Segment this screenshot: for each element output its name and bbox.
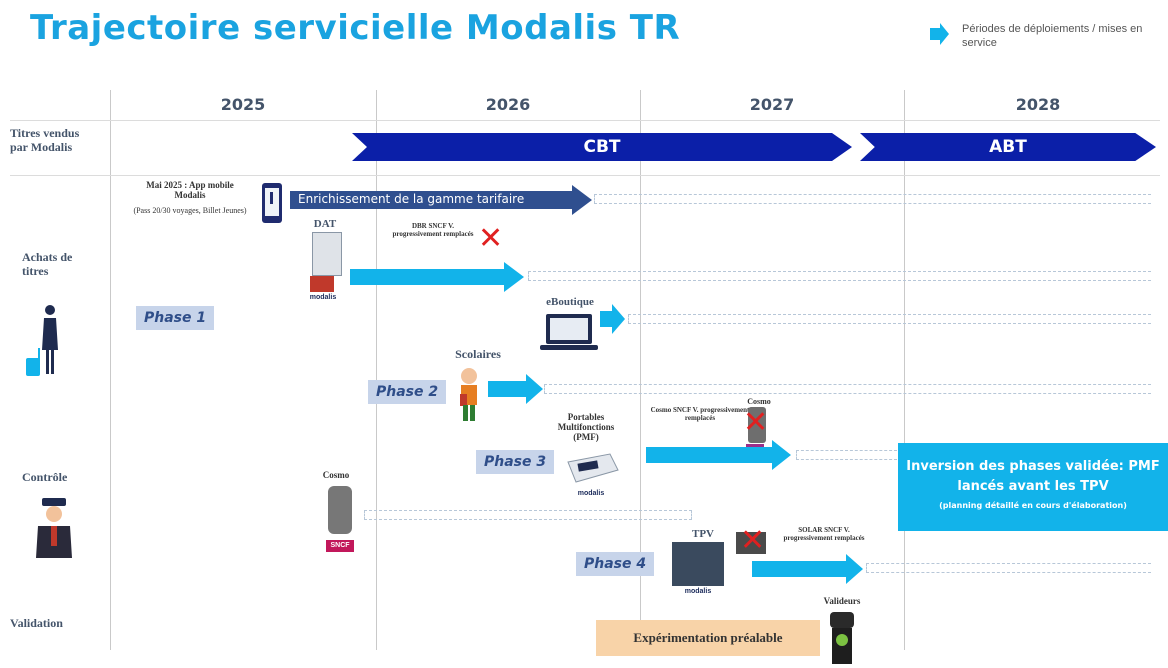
cosmo-label: Cosmo <box>322 470 350 480</box>
pmf-label: Portables Multifonctions (PMF) <box>557 412 615 442</box>
app-mobile-subtitle: (Pass 20/30 voyages, Billet Jeunes) <box>133 206 247 215</box>
dashed-continuation <box>528 271 1151 281</box>
cbt-bar: CBT <box>352 133 852 161</box>
laptop-icon <box>540 314 598 350</box>
enrichissement-arrow <box>290 185 592 215</box>
student-icon <box>460 368 477 421</box>
experimentation-box: Expérimentation préalable <box>596 620 820 656</box>
grid-line <box>376 90 377 650</box>
modalis-logo: modalis <box>577 490 605 497</box>
traveler-icon <box>26 305 58 376</box>
app-mobile-title: Mai 2025 : App mobile Modalis <box>146 180 234 200</box>
dashed-continuation <box>628 314 1151 324</box>
smartphone-icon <box>262 183 282 223</box>
info-box: Inversion des phases validée: PMF lancés… <box>898 443 1168 531</box>
dashed-continuation <box>796 450 897 460</box>
cosmo-small-label: Cosmo <box>747 397 771 406</box>
arrow-right-icon <box>930 23 949 45</box>
cosmo-device-icon <box>328 486 352 534</box>
pmf-arrow <box>646 440 791 470</box>
row-label-validation: Validation <box>10 616 63 630</box>
phase-2-badge: Phase 2 <box>368 380 447 404</box>
row-label-achats: Achats de titres <box>22 250 73 278</box>
removed-x-icon: ✕ <box>740 523 766 558</box>
modalis-logo: modalis <box>684 588 712 595</box>
dashed-continuation <box>544 384 1151 394</box>
row-label-controle: Contrôle <box>22 470 68 484</box>
phase-3-badge: Phase 3 <box>476 450 555 474</box>
page-title: Trajectoire servicielle Modalis TR <box>30 8 681 48</box>
year-2025: 2025 <box>220 95 266 114</box>
removed-x-icon: ✕ <box>743 405 769 440</box>
eboutique-label: eBoutique <box>546 296 594 308</box>
phase-1-badge: Phase 1 <box>136 306 215 330</box>
dat-label: DAT <box>313 218 337 230</box>
grid-line <box>904 90 905 650</box>
modalis-logo: modalis <box>309 294 337 301</box>
grid-line <box>110 90 111 650</box>
tpv-label: TPV <box>692 528 714 540</box>
abt-bar: ABT <box>860 133 1156 161</box>
enrichissement-label: Enrichissement de la gamme tarifaire <box>298 192 525 206</box>
tpv-arrow <box>752 554 863 584</box>
cosmo-replaced-label: Cosmo SNCF V. progressivement remplacés <box>650 406 750 422</box>
eboutique-arrow <box>600 304 625 334</box>
dashed-continuation <box>594 194 1151 204</box>
solar-label: SOLAR SNCF V. progressivement remplacés <box>783 526 865 542</box>
dashed-continuation <box>866 563 1151 573</box>
year-2028: 2028 <box>1015 95 1061 114</box>
dat-arrow <box>350 262 524 292</box>
legend-text: Périodes de déploiements / mises en serv… <box>962 23 1143 49</box>
cosmo-device-small <box>748 407 766 443</box>
year-2027: 2027 <box>749 95 795 114</box>
dbr-label: DBR SNCF V. progressivement remplacés <box>392 222 474 238</box>
solar-device-icon <box>736 532 766 554</box>
valideurs-label: Valideurs <box>823 596 861 606</box>
controller-icon <box>36 498 72 558</box>
dat-machine-icon <box>312 232 342 276</box>
scolaires-arrow <box>488 374 543 404</box>
info-box-main: Inversion des phases validée: PMF lancés… <box>906 459 1160 494</box>
phase-4-badge: Phase 4 <box>576 552 655 576</box>
validator-icon <box>830 612 854 664</box>
removed-x-icon: ✕ <box>478 221 504 256</box>
divider <box>10 175 1160 176</box>
year-2026: 2026 <box>485 95 531 114</box>
info-box-sub: (planning détaillé en cours d'élaboratio… <box>939 501 1127 510</box>
scolaires-label: Scolaires <box>455 347 501 361</box>
tpv-photo <box>672 542 724 586</box>
row-label-titres: Titres vendus par Modalis <box>10 126 80 154</box>
grid-line <box>640 90 641 650</box>
pmf-device-icon <box>567 453 619 483</box>
dat-sticker <box>310 276 334 292</box>
divider <box>10 120 1160 121</box>
dashed-cosmo <box>364 510 692 520</box>
sncf-logo: SNCF <box>326 540 354 552</box>
